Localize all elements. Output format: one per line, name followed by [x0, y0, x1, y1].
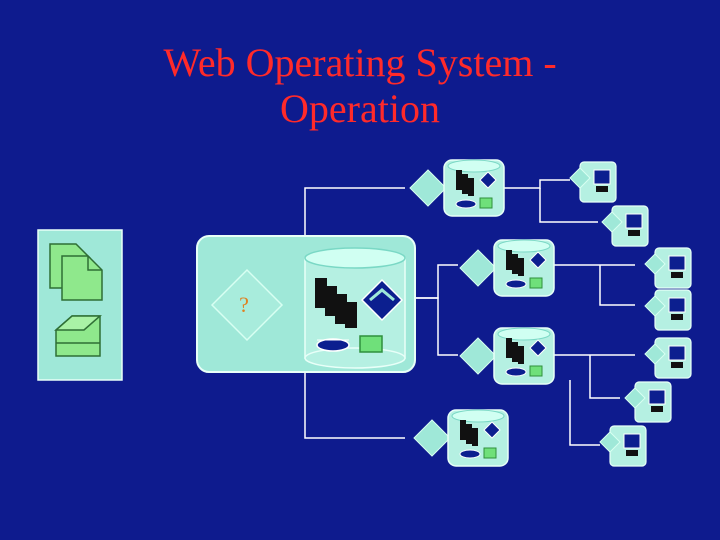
query-question-mark: ?: [239, 292, 249, 317]
filing-cabinet-icon: [54, 315, 102, 357]
server-node-top: [409, 159, 505, 217]
title-line-1: Web Operating System -: [163, 40, 557, 85]
server-node-bottom: [413, 409, 509, 467]
leaf-node-7: [599, 425, 647, 467]
central-node: ?: [196, 235, 416, 373]
leaf-node-2: [601, 205, 649, 247]
document-stack-icon: [315, 278, 357, 328]
title-line-2: Operation: [280, 86, 440, 131]
leaf-node-3: [644, 247, 692, 289]
leaf-node-6: [624, 381, 672, 423]
server-node-upper-right: [459, 239, 555, 297]
document-stack-icon: [49, 243, 103, 301]
slide-title: Web Operating System - Operation: [0, 40, 720, 132]
leaf-node-1: [569, 161, 617, 203]
leaf-node-5: [644, 337, 692, 379]
server-node-lower-right: [459, 327, 555, 385]
connector-arrow-icon: [360, 278, 404, 322]
query-diamond-icon: [210, 268, 284, 342]
left-panel: [37, 229, 123, 381]
leaf-node-4: [644, 289, 692, 331]
